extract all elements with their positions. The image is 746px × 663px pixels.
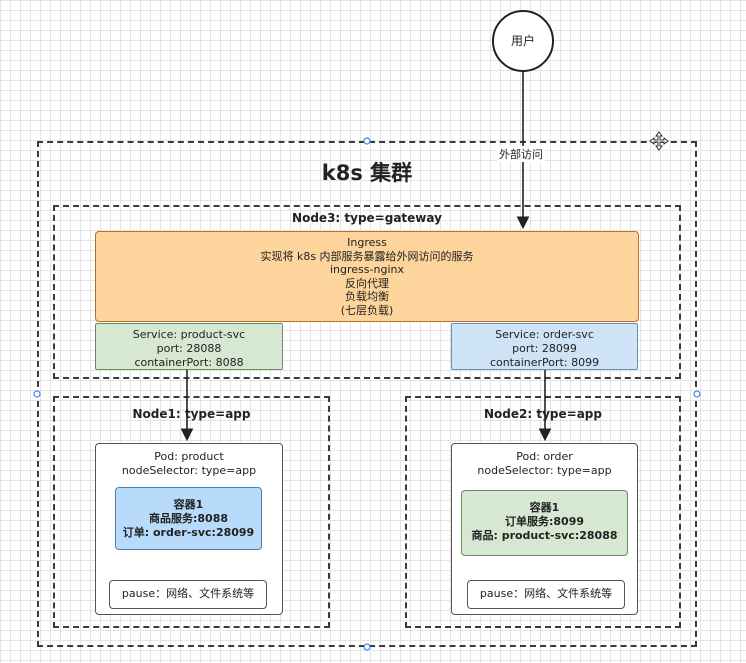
ingress-line: ingress-nginx [330, 263, 404, 276]
container-product-line: 商品服务:8088 [148, 512, 228, 525]
container-order-line: 商品: product-svc:28088 [471, 529, 618, 542]
service-order-line: Service: order-svc [495, 328, 594, 341]
cluster-title: k8s 集群 [321, 161, 413, 185]
ingress-line: 实现将 k8s 内部服务暴露给外网访问的服务 [260, 249, 474, 263]
external-access-label: 外部访问 [497, 146, 545, 162]
pod-product-line: Pod: product [154, 450, 224, 463]
container-product-line: 订单: order-svc:28099 [122, 526, 255, 539]
ingress-line: 反向代理 [345, 276, 389, 290]
move-cursor-icon [649, 131, 669, 151]
user-node: 用户 [492, 10, 554, 72]
service-product-line: port: 28088 [156, 342, 222, 355]
ingress-line: (七层负载) [340, 303, 394, 317]
service-order-box: Service: order-svc port: 28099 container… [451, 323, 638, 370]
service-product-box: Service: product-svc port: 28088 contain… [95, 323, 283, 370]
pod-order-line: nodeSelector: type=app [477, 464, 612, 477]
selection-handle[interactable] [693, 390, 701, 398]
service-order-line: port: 28099 [512, 342, 577, 355]
service-product-line: Service: product-svc [132, 328, 246, 341]
service-order-line: containerPort: 8099 [489, 356, 600, 369]
node3-zone: Node3: type=gateway [53, 205, 681, 379]
container-order-line: 容器1 [529, 501, 560, 514]
pause-product-box: pause：网络、文件系统等 [109, 580, 267, 609]
pause-order-box: pause：网络、文件系统等 [467, 580, 625, 609]
container-product-box: 容器1 商品服务:8088 订单: order-svc:28099 [115, 487, 262, 550]
ingress-line: Ingress [347, 236, 387, 249]
container-order-line: 订单服务:8099 [504, 515, 584, 528]
container-order-box: 容器1 订单服务:8099 商品: product-svc:28088 [461, 490, 628, 556]
ingress-line: 负载均衡 [345, 290, 389, 303]
selection-handle[interactable] [363, 643, 371, 651]
container-product-line: 容器1 [173, 498, 204, 511]
node2-title: Node2: type=app [484, 407, 602, 421]
pod-order-line: Pod: order [516, 450, 573, 463]
service-product-line: containerPort: 8088 [134, 356, 244, 369]
node1-zone: Node1: type=app [53, 396, 330, 628]
selection-handle[interactable] [363, 137, 371, 145]
node2-zone: Node2: type=app [405, 396, 681, 628]
ingress-box: Ingress 实现将 k8s 内部服务暴露给外网访问的服务 ingress-n… [95, 231, 639, 322]
node3-title: Node3: type=gateway [292, 211, 442, 225]
selection-handle[interactable] [33, 390, 41, 398]
node1-title: Node1: type=app [132, 407, 251, 421]
pod-product-line: nodeSelector: type=app [121, 464, 257, 477]
